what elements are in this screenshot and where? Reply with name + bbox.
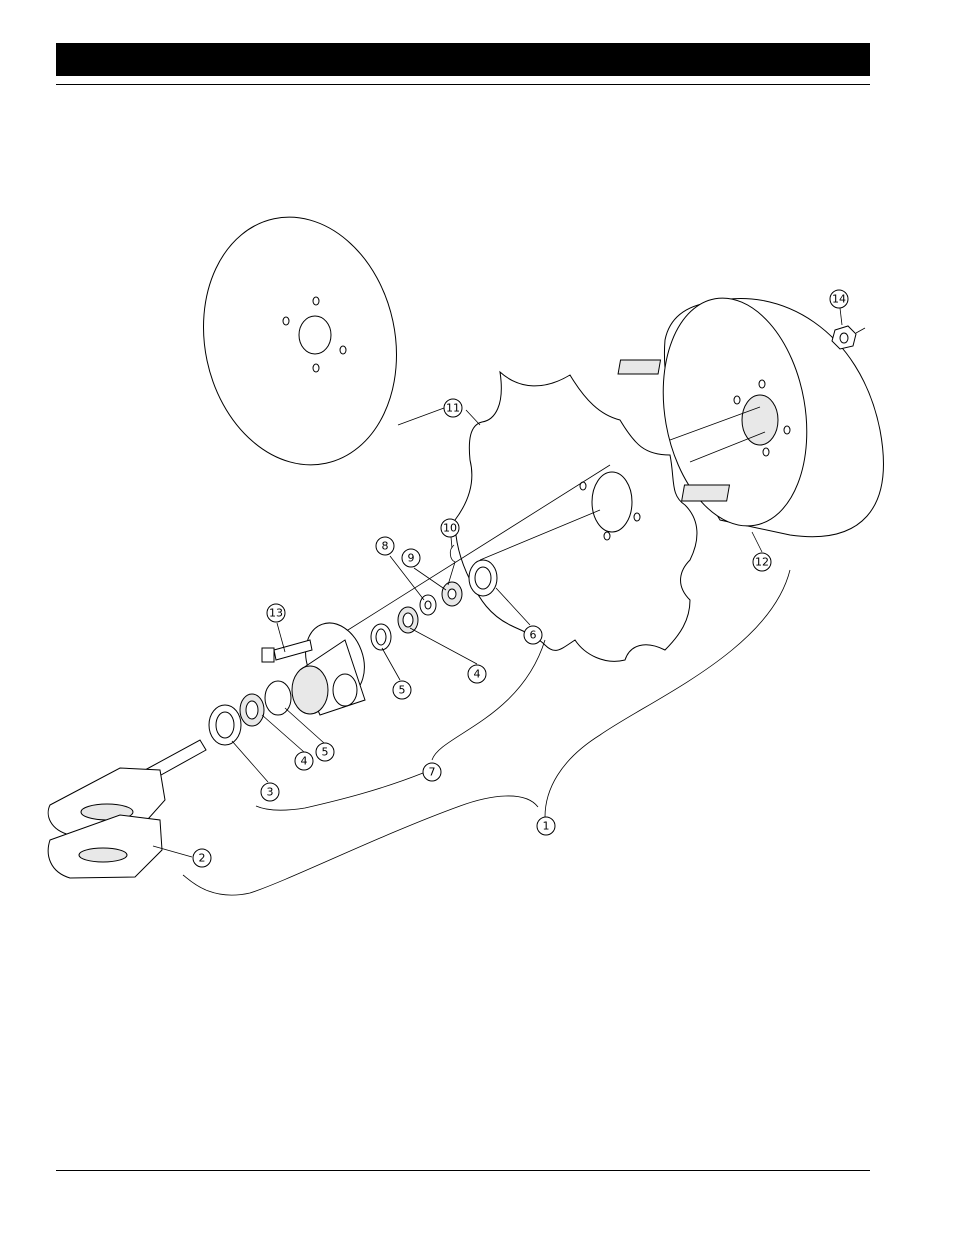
bolt	[262, 640, 312, 662]
bearing-left	[240, 694, 264, 726]
svg-text:13: 13	[269, 607, 283, 620]
callout-4-right: 4	[468, 665, 486, 683]
cup-right	[371, 624, 391, 650]
svg-text:3: 3	[267, 786, 274, 799]
callout-5-right: 5	[393, 681, 411, 699]
svg-text:8: 8	[382, 540, 389, 553]
hub	[292, 615, 374, 715]
svg-text:12: 12	[755, 556, 769, 569]
svg-text:9: 9	[408, 552, 415, 565]
svg-text:1: 1	[543, 820, 550, 833]
callout-6: 6	[524, 626, 542, 644]
svg-text:4: 4	[474, 668, 481, 681]
svg-text:5: 5	[399, 684, 406, 697]
callout-5-left: 5	[316, 743, 334, 761]
callout-3: 3	[261, 783, 279, 801]
callout-10: 10	[441, 519, 459, 537]
nut	[832, 326, 865, 349]
svg-text:5: 5	[322, 746, 329, 759]
callout-9: 9	[402, 549, 420, 567]
castle-nut	[442, 582, 462, 606]
flat-disc-blade	[181, 199, 419, 483]
callout-7: 7	[423, 763, 441, 781]
dust-cap	[469, 560, 497, 596]
spindle-arm	[48, 740, 206, 878]
seal-left	[209, 705, 241, 745]
svg-text:10: 10	[443, 522, 457, 535]
callout-8: 8	[376, 537, 394, 555]
svg-text:11: 11	[446, 402, 460, 415]
svg-text:4: 4	[301, 755, 308, 768]
callout-11: 11	[444, 399, 462, 417]
callout-2: 2	[193, 849, 211, 867]
callout-14: 14	[830, 290, 848, 308]
callout-13: 13	[267, 604, 285, 622]
svg-text:2: 2	[199, 852, 206, 865]
callout-1: 1	[537, 817, 555, 835]
callout-12: 12	[753, 553, 771, 571]
svg-text:6: 6	[530, 629, 537, 642]
notched-disc-blade	[455, 372, 697, 661]
svg-text:14: 14	[832, 293, 846, 306]
svg-text:7: 7	[429, 766, 436, 779]
bearing-right	[398, 607, 418, 633]
callout-4-left: 4	[295, 752, 313, 770]
